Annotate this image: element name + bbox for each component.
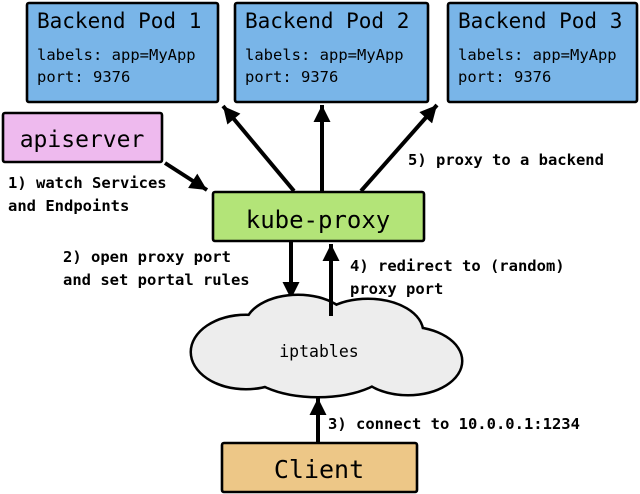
- kube-proxy-box: [211, 190, 426, 243]
- backend-pod-3-labels: labels: app=MyApp: [458, 46, 617, 64]
- apiserver-node: apiserver: [1, 111, 164, 164]
- backend-pod-3-box: [446, 1, 639, 104]
- backend-pod-3-title: Backend Pod 3: [458, 9, 622, 33]
- backend-pod-1-labels: labels: app=MyApp: [37, 46, 196, 64]
- annotation-step2-line2: and set portal rules: [63, 271, 250, 289]
- kube-proxy-node: kube-proxy: [211, 190, 426, 243]
- client-node: Client: [220, 441, 419, 494]
- diagram-arrows-over-cloud: [309, 244, 340, 443]
- apiserver-label: apiserver: [20, 127, 145, 153]
- iptables-cloud-body: [192, 296, 461, 396]
- annotation-step2-line1: 2) open proxy port: [63, 248, 231, 266]
- backend-pod-1-box: [25, 1, 220, 104]
- step-annotations: 1) watch Services and Endpoints 2) open …: [8, 151, 604, 433]
- diagram-arrows: [163, 103, 439, 299]
- annotation-step4-line1: 4) redirect to (random): [350, 257, 565, 275]
- annotation-step1-line1: 1) watch Services: [8, 174, 167, 192]
- annotation-step3: 3) connect to 10.0.0.1:1234: [328, 415, 580, 433]
- client-label: Client: [274, 455, 364, 484]
- apiserver-box: [1, 111, 164, 164]
- iptables-label: iptables: [279, 342, 358, 361]
- arrow-kubeproxy-to-pod1: [221, 104, 296, 193]
- client-box: [220, 441, 419, 494]
- annotation-step4-line2: proxy port: [350, 280, 443, 298]
- arrow-kubeproxy-to-pod3: [359, 103, 439, 193]
- annotation-step5: 5) proxy to a backend: [408, 151, 604, 169]
- backend-pod-3-port: port: 9376: [458, 68, 551, 86]
- backend-pod-1-title: Backend Pod 1: [37, 9, 201, 33]
- backend-pod-1-port: port: 9376: [37, 68, 130, 86]
- backend-pod-1: Backend Pod 1 labels: app=MyApp port: 93…: [25, 1, 220, 104]
- backend-pod-2-port: port: 9376: [245, 68, 338, 86]
- arrow-apiserver-to-kubeproxy: [163, 161, 209, 192]
- backend-pod-2-labels: labels: app=MyApp: [245, 46, 404, 64]
- backend-pod-2: Backend Pod 2 labels: app=MyApp port: 93…: [233, 1, 430, 104]
- kube-proxy-label: kube-proxy: [246, 206, 391, 234]
- backend-pod-2-box: [233, 1, 430, 104]
- iptables-cloud: iptables: [189, 293, 464, 399]
- backend-pod-3: Backend Pod 3 labels: app=MyApp port: 93…: [446, 1, 639, 104]
- annotation-step1-line2: and Endpoints: [8, 197, 129, 215]
- backend-pod-2-title: Backend Pod 2: [245, 9, 409, 33]
